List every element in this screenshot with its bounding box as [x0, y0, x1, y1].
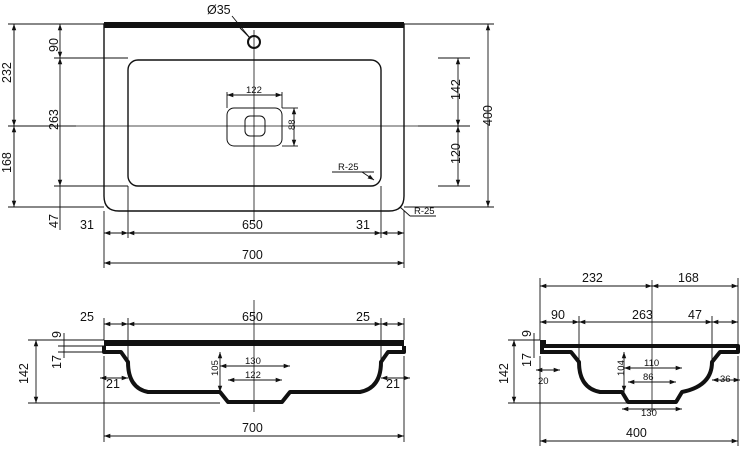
- front-section: 25 650 25 142 9 17 21 21 105 130 122 700: [17, 300, 410, 442]
- side-dim-17-label: 17: [520, 353, 534, 367]
- side-dim-142-label: 142: [497, 363, 511, 384]
- side-dim-90-label: 90: [551, 308, 565, 322]
- dim-650-label: 650: [242, 218, 263, 232]
- front-dim-9-label: 9: [50, 331, 64, 338]
- dim-232-label: 232: [0, 62, 14, 83]
- side-dim-104-label: 104: [616, 360, 627, 376]
- side-dim-168-label: 168: [678, 271, 699, 285]
- inner-bowl: [127, 59, 382, 187]
- side-dim-47-label: 47: [688, 308, 702, 322]
- dim-263-label: 263: [47, 109, 61, 130]
- front-dim-700-label: 700: [242, 421, 263, 435]
- front-dim-25-left-label: 25: [80, 310, 94, 324]
- front-dim-650-label: 650: [242, 310, 263, 324]
- dim-31-left-label: 31: [80, 218, 94, 232]
- back-edge: [104, 22, 404, 28]
- front-dim-130-label: 130: [245, 356, 261, 367]
- side-section: 232 168 90 263 47 142 9 17 20 104 110 86…: [497, 271, 740, 446]
- hole-leader-2: [231, 15, 251, 39]
- side-dim-110-label: 110: [644, 358, 659, 369]
- dim-700-label: 700: [242, 248, 263, 262]
- top-view: Ø35 122 88 R-25 R-25 232 168: [0, 3, 495, 268]
- side-dim-130-label: 130: [641, 408, 657, 419]
- front-dim-17-label: 17: [50, 355, 64, 369]
- drain-outline: [226, 107, 283, 147]
- drain-width-label: 122: [246, 85, 262, 96]
- side-bowl-profile: [540, 344, 740, 404]
- front-dim-21-left-label: 21: [106, 377, 120, 391]
- r-outer-leader: [399, 206, 411, 217]
- side-dim-9-label: 9: [520, 330, 534, 337]
- dim-120-label: 120: [449, 143, 463, 164]
- side-dim-20-label: 20: [538, 376, 549, 387]
- dim-90-label: 90: [47, 38, 61, 52]
- dim-47-label: 47: [47, 214, 61, 228]
- dim-400-label: 400: [481, 105, 495, 126]
- dim-31-right-label: 31: [356, 218, 370, 232]
- dim-168-label: 168: [0, 152, 14, 173]
- front-dim-21-right-label: 21: [386, 377, 400, 391]
- front-dim-122-label: 122: [245, 370, 261, 381]
- r-arrow: [361, 171, 375, 181]
- front-dim-105-label: 105: [210, 360, 221, 376]
- side-dim-232-label: 232: [582, 271, 603, 285]
- front-dim-25-right-label: 25: [356, 310, 370, 324]
- side-dim-36-label: 36: [720, 374, 731, 385]
- outer-radius-label: R-25: [414, 206, 435, 217]
- inner-radius-label: R-25: [338, 162, 359, 173]
- front-dim-142-label: 142: [17, 363, 31, 384]
- drain-height-label: 88: [287, 119, 298, 130]
- dim-142-label: 142: [449, 79, 463, 100]
- basin-outline: [103, 23, 405, 212]
- side-dim-400-label: 400: [626, 426, 647, 440]
- side-dim-86-label: 86: [643, 372, 654, 383]
- side-dim-263-label: 263: [632, 308, 653, 322]
- hole-diameter-label: Ø35: [207, 3, 231, 17]
